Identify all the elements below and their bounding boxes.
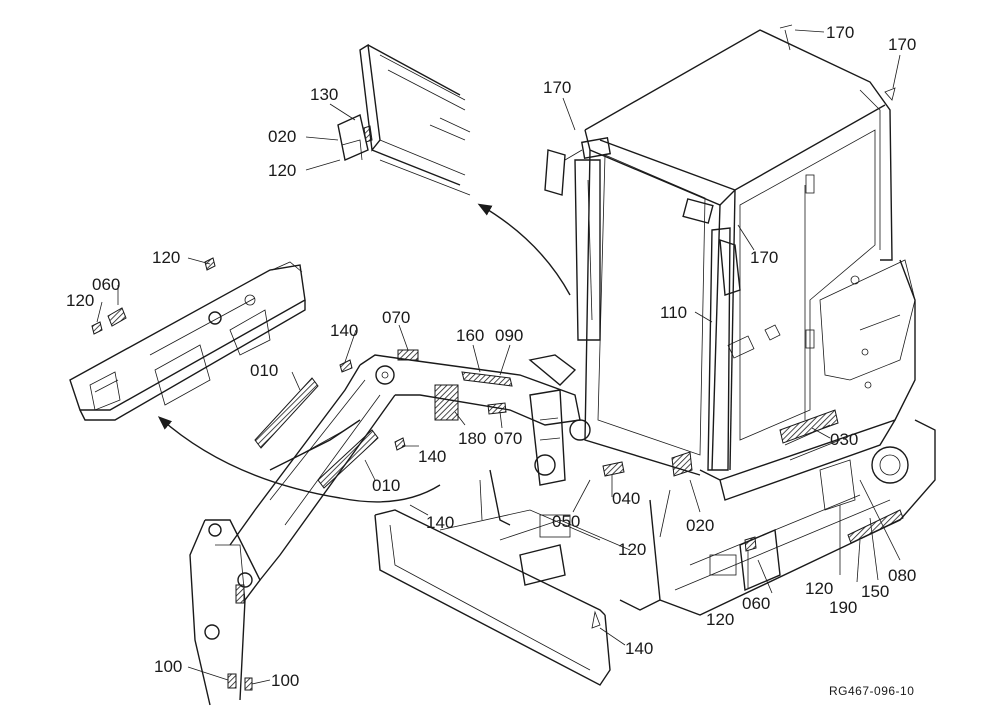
callout-label: 020 — [686, 516, 714, 535]
callout-label: 110 — [660, 303, 687, 322]
callout-label: 130 — [310, 85, 338, 104]
callout-label: 140 — [426, 513, 454, 532]
drawing-code: RG467-096-10 — [829, 684, 914, 698]
detail-arrows — [157, 203, 571, 503]
callout-label: 180 — [458, 429, 486, 448]
callout-label: 120 — [706, 610, 734, 629]
boom-arm-drawing — [189, 349, 591, 706]
callout-label: 120 — [66, 291, 94, 310]
callout-label: 040 — [612, 489, 640, 508]
detail-cab-window — [337, 43, 471, 196]
callout-label: 090 — [495, 326, 523, 345]
callout-labels: 170 170 170 170 130 020 120 120 060 120 … — [66, 23, 916, 690]
detail-boom-frame — [69, 257, 306, 421]
callout-label: 120 — [152, 248, 180, 267]
callout-label: 140 — [418, 447, 446, 466]
callout-label: 100 — [154, 657, 182, 676]
machine-body-drawing — [602, 259, 936, 616]
callout-label: 120 — [805, 579, 833, 598]
callout-label: 120 — [618, 540, 646, 559]
callout-label: 020 — [268, 127, 296, 146]
callout-label: 150 — [861, 582, 889, 601]
callout-label: 070 — [494, 429, 522, 448]
callout-label: 170 — [543, 78, 571, 97]
dozer-blade-drawing — [374, 509, 631, 686]
callout-label: 160 — [456, 326, 484, 345]
callout-label: 170 — [888, 35, 916, 54]
callout-label: 030 — [830, 430, 858, 449]
callout-label: 170 — [750, 248, 778, 267]
callout-label: 080 — [888, 566, 916, 585]
callout-label: 170 — [826, 23, 854, 42]
leader-lines — [96, 29, 901, 685]
callout-label: 190 — [829, 598, 857, 617]
callout-label: 010 — [250, 361, 278, 380]
callout-label: 100 — [271, 671, 299, 690]
callout-label: 120 — [268, 161, 296, 180]
callout-label: 060 — [92, 275, 120, 294]
callout-label: 050 — [552, 512, 580, 531]
callout-label: 140 — [625, 639, 653, 658]
callout-label: 140 — [330, 321, 358, 340]
callout-label: 060 — [742, 594, 770, 613]
cab-drawing — [544, 24, 896, 476]
callout-label: 070 — [382, 308, 410, 327]
callout-label: 010 — [372, 476, 400, 495]
